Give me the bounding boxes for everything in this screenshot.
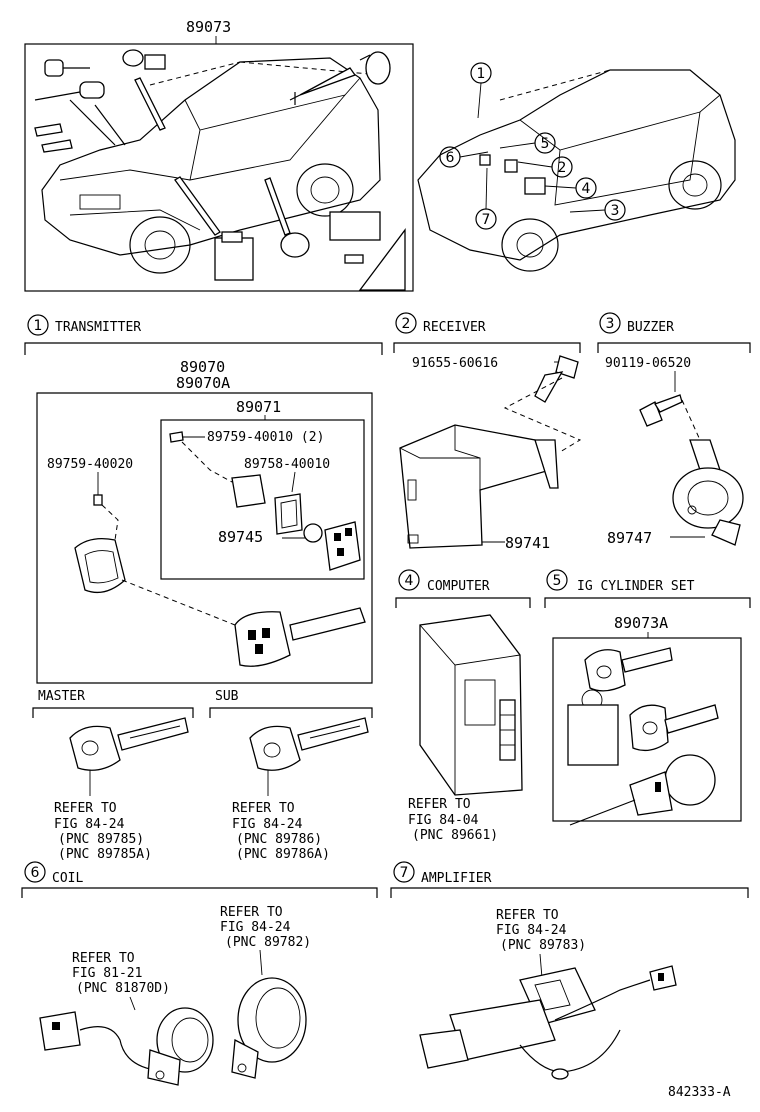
sub-ref-line-2: FIG 84-24 — [232, 817, 303, 832]
coil-ref1-line-1: REFER TO — [72, 951, 135, 966]
section-coil: 6 COIL REFER TO FIG 84-24 (PNC 89782) RE… — [21, 861, 378, 1086]
callout-2: 2 — [517, 156, 573, 178]
coil-ref1-line-2: FIG 81-21 — [72, 966, 142, 981]
ig-cylinder-parts — [567, 647, 719, 826]
coil-ref1-line-3: (PNC 81870D) — [76, 981, 170, 996]
amplifier-ref-line-2: FIG 84-24 — [496, 923, 567, 938]
master-ref-line-1: REFER TO — [54, 801, 117, 816]
receiver-module — [399, 424, 559, 549]
section-title-buzzer: BUZZER — [627, 320, 674, 335]
section-ig-cylinder: 5 IG CYLINDER SET 89073A — [544, 569, 751, 826]
section-computer: 4 COMPUTER REFER TO FIG 84-04 (PNC 89661… — [395, 569, 531, 843]
sub-ref-line-3: (PNC 89786) — [236, 832, 322, 847]
callout-4: 4 — [544, 177, 597, 199]
callout-5-number: 5 — [541, 136, 550, 152]
section-number-1: 1 — [34, 318, 43, 334]
computer-ref-line-1: REFER TO — [408, 797, 471, 812]
coil-ring — [231, 977, 307, 1079]
receiver-part-label: 89741 — [505, 534, 550, 552]
section-receiver: 2 RECEIVER 91655-60616 89741 — [393, 312, 582, 552]
buzzer-bolt-label: 90119-06520 — [605, 356, 691, 371]
overview-parts — [34, 49, 406, 291]
sub-key-illustration — [249, 717, 369, 771]
sub-ref-line-4: (PNC 89786A) — [236, 847, 330, 862]
transmitter-part-b-label: 89745 — [218, 528, 263, 546]
section-buzzer: 3 BUZZER 90119-06520 89747 — [597, 312, 751, 547]
transmitter-part-a-label: 89758-40010 — [244, 457, 330, 472]
receiver-bolt — [534, 355, 579, 403]
coil-ref2-line-3: (PNC 89782) — [225, 935, 311, 950]
figure-id: 842333-A — [668, 1085, 731, 1100]
buzzer-unit — [672, 439, 744, 546]
callout-6-number: 6 — [446, 150, 455, 166]
amplifier-ref-line-1: REFER TO — [496, 908, 559, 923]
computer-ref-line-3: (PNC 89661) — [412, 828, 498, 843]
callout-6: 6 — [439, 146, 489, 168]
section-title-amplifier: AMPLIFIER — [421, 871, 492, 886]
callout-3-number: 3 — [611, 203, 620, 219]
master-ref-line-3: (PNC 89785) — [58, 832, 144, 847]
callout-2-number: 2 — [558, 160, 567, 176]
buzzer-part-label: 89747 — [607, 529, 652, 547]
section-number-7: 7 — [400, 865, 409, 881]
section-number-3: 3 — [606, 316, 615, 332]
buzzer-bolt — [639, 394, 683, 427]
section-number-4: 4 — [405, 573, 414, 589]
coil-harness — [39, 1007, 214, 1086]
section-number-2: 2 — [402, 316, 411, 332]
master-ref-line-2: FIG 84-24 — [54, 817, 125, 832]
callout-7-number: 7 — [482, 212, 491, 228]
callout-1-number: 1 — [477, 66, 486, 82]
master-ref-line-4: (PNC 89785A) — [58, 847, 152, 862]
section-title-computer: COMPUTER — [427, 579, 490, 594]
callout-5: 5 — [499, 132, 556, 154]
receiver-bolt-label: 91655-60616 — [412, 356, 498, 371]
overview-kit-panel: 89073 — [24, 18, 414, 292]
master-key-illustration — [69, 717, 189, 771]
amplifier-ref-line-3: (PNC 89783) — [500, 938, 586, 953]
coil-ref2-line-2: FIG 84-24 — [220, 920, 291, 935]
callout-1: 1 — [470, 62, 492, 119]
section-number-5: 5 — [553, 573, 562, 589]
kit-part-number: 89073 — [186, 18, 231, 36]
transmitter-subassy-label: 89071 — [236, 398, 281, 416]
transmitter-screw2-label: 89759-40020 — [47, 457, 133, 472]
section-amplifier: 7 AMPLIFIER REFER TO FIG 84-24 (PNC 8978… — [390, 861, 749, 1080]
callout-3: 3 — [569, 199, 626, 221]
amplifier-unit — [419, 965, 677, 1080]
callout-4-number: 4 — [582, 181, 591, 197]
transmitter-screw-label: 89759-40010 (2) — [207, 430, 324, 445]
section-title-ig-cylinder: IG CYLINDER SET — [577, 579, 695, 594]
coil-ref2-line-1: REFER TO — [220, 905, 283, 920]
section-title-receiver: RECEIVER — [423, 320, 486, 335]
sub-ref-line-1: REFER TO — [232, 801, 295, 816]
section-title-coil: COIL — [52, 871, 83, 886]
ig-cylinder-part-label: 89073A — [614, 614, 668, 632]
section-transmitter: 1 TRANSMITTER 89070 89070A 89071 89759-4… — [24, 314, 383, 862]
callout-7: 7 — [475, 167, 497, 230]
vehicle-illustration-left — [41, 57, 381, 274]
computer-ref-line-2: FIG 84-04 — [408, 813, 479, 828]
transmitter-assy-label: 89070 — [180, 358, 225, 376]
section-title-transmitter: TRANSMITTER — [55, 320, 141, 335]
master-key-title: MASTER — [38, 689, 85, 704]
section-number-6: 6 — [31, 865, 40, 881]
overview-callout-panel: 1 5 6 2 4 3 7 — [417, 62, 736, 272]
sub-key-title: SUB — [215, 689, 239, 704]
transmitter-assy-label-alt: 89070A — [176, 374, 230, 392]
computer-ecu — [419, 614, 523, 796]
